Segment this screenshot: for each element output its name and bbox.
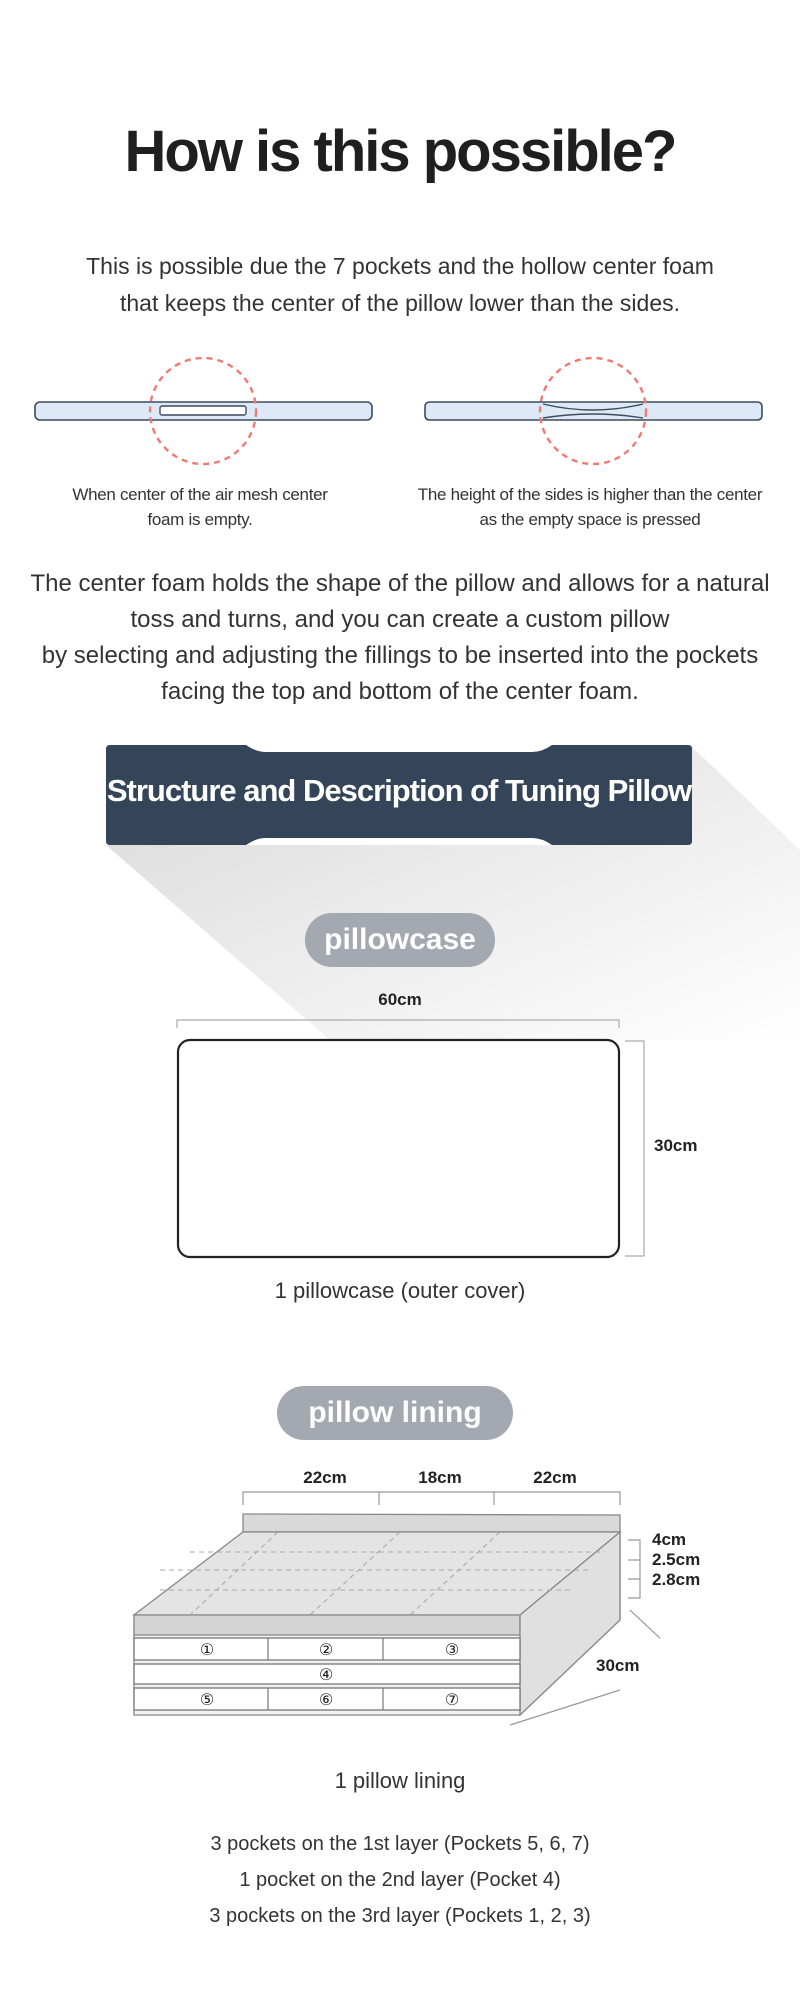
caption-pressed: The height of the sides is higher than t…	[400, 482, 780, 532]
pocket-6: ⑥	[319, 1690, 333, 1709]
caption-line: The height of the sides is higher than t…	[417, 485, 763, 504]
lining-width-middle: 18cm	[418, 1468, 462, 1487]
pocket-3: ③	[445, 1640, 459, 1659]
description-line: by selecting and adjusting the fillings …	[41, 642, 759, 669]
description-line: toss and turns, and you can create a cus…	[130, 606, 670, 633]
banner-title: Structure and Description of Tuning Pill…	[106, 773, 692, 808]
pocket-5: ⑤	[200, 1690, 214, 1709]
intro-line: This is possible due the 7 pockets and t…	[86, 253, 714, 279]
hollow-cavity	[159, 405, 247, 416]
highlight-circle-left	[148, 356, 258, 466]
lining-width-left: 22cm	[303, 1468, 347, 1487]
lining-depth: 30cm	[596, 1656, 640, 1675]
lining-caption: 1 pillow lining	[334, 1768, 466, 1793]
layer-2-text: 1 pocket on the 2nd layer (Pocket 4)	[239, 1869, 561, 1891]
intro-line: that keeps the center of the pillow lowe…	[120, 290, 680, 316]
lining-height-bottom: 2.8cm	[652, 1570, 701, 1589]
lining-dimension-lines	[242, 1491, 660, 1726]
width-dimension-line	[176, 1019, 620, 1028]
banner-shadow	[106, 745, 800, 1040]
pillowcase-label: pillowcase	[305, 913, 495, 967]
lining-label: pillow lining	[277, 1386, 513, 1440]
pocket-1: ①	[200, 1640, 214, 1659]
hidden-edges	[160, 1531, 605, 1616]
pocket-2: ②	[319, 1640, 333, 1659]
pillowcase-height: 30cm	[654, 1136, 698, 1155]
caption-line: When center of the air mesh center	[72, 485, 328, 504]
pocket-7: ⑦	[445, 1690, 459, 1709]
lining-front-band	[133, 1614, 521, 1636]
pocket-dividers	[267, 1638, 384, 1710]
pocket-4: ④	[319, 1665, 333, 1684]
highlight-circle-right	[538, 356, 648, 466]
caption-empty: When center of the air mesh center foam …	[40, 482, 360, 532]
section-banner	[106, 745, 692, 845]
lining-height-top: 4cm	[652, 1530, 687, 1549]
layer-3-text: 3 pockets on the 3rd layer (Pockets 1, 2…	[209, 1905, 591, 1927]
layer-1-text: 3 pockets on the 1st layer (Pockets 5, 6…	[210, 1833, 590, 1855]
lining-height-middle: 2.5cm	[652, 1550, 701, 1569]
caption-line: foam is empty.	[147, 510, 253, 529]
lining-drawing: ① ② ③ ④ ⑤ ⑥ ⑦	[132, 1491, 660, 1726]
pillowcase-drawing	[176, 1019, 645, 1259]
pillowcase-caption: 1 pillowcase (outer cover)	[274, 1278, 526, 1303]
lining-back-top	[242, 1513, 621, 1533]
intro-text: This is possible due the 7 pockets and t…	[60, 248, 740, 322]
lining-width-right: 22cm	[533, 1468, 577, 1487]
pocket-numbers: ① ② ③ ④ ⑤ ⑥ ⑦	[200, 1640, 459, 1709]
description-line: The center foam holds the shape of the p…	[30, 570, 770, 597]
pillowcase-outline	[176, 1038, 621, 1259]
caption-line: as the empty space is pressed	[479, 510, 701, 529]
description-text: The center foam holds the shape of the p…	[20, 566, 780, 710]
empty-foam-diagram	[34, 356, 373, 466]
pressed-cavity	[542, 403, 644, 419]
pillowcase-width: 60cm	[378, 990, 422, 1009]
cross-section-diagrams	[34, 356, 763, 466]
pocket-rows	[133, 1637, 521, 1711]
description-line: facing the top and bottom of the center …	[161, 678, 639, 705]
page-title: How is this possible?	[124, 119, 678, 184]
pillow-section-right	[424, 401, 763, 421]
height-dimension-line	[625, 1040, 645, 1257]
pressed-foam-diagram	[424, 356, 763, 466]
